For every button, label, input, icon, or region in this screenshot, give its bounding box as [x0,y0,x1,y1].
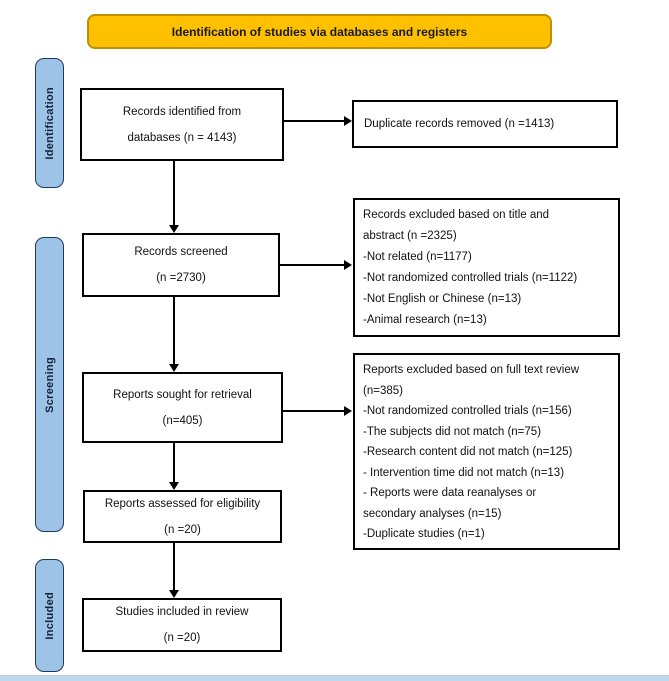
box-records-excluded-line: -Not English or Chinese (n=13) [363,293,522,305]
box-studies-included-line2: (n =20) [163,632,201,644]
box-reports-excluded-line: secondary analyses (n=15) [363,507,502,520]
stage-included: Included [35,559,64,672]
arrow-screened-to-sought-head [169,364,179,372]
box-records-excluded-line: -Not randomized controlled trials (n=112… [363,272,578,284]
box-studies-included: Studies included in review (n =20) [82,598,282,652]
arrow-screened-to-excluded-line [280,264,344,266]
box-reports-sought: Reports sought for retrieval (n=405) [82,372,283,443]
box-reports-excluded: Reports excluded based on full text revi… [353,353,620,550]
arrow-assessed-to-included-line [173,543,175,590]
arrow-screened-to-sought-line [173,297,175,364]
box-reports-excluded-line: -Duplicate studies (n=1) [363,528,485,540]
stage-screening: Screening [35,237,64,532]
box-reports-sought-line2: (n=405) [162,414,203,427]
arrow-identified-to-screened-line [173,161,175,225]
stage-included-label: Included [43,591,56,640]
arrow-sought-to-excluded-line [283,410,344,412]
box-reports-assessed-line1: Reports assessed for eligibility [104,497,261,510]
title-banner-label: Identification of studies via databases … [171,24,468,39]
footer-bar [0,675,669,681]
box-reports-assessed: Reports assessed for eligibility (n =20) [83,490,282,543]
arrow-identified-to-screened-head [169,225,179,233]
box-duplicates-removed-line1: Duplicate records removed (n =1413) [364,118,555,130]
box-records-screened: Records screened (n =2730) [82,233,280,297]
box-reports-excluded-line: -Not randomized controlled trials (n=156… [363,405,572,417]
arrow-identified-to-duplicates-head [344,116,352,126]
arrow-sought-to-assessed-head [169,482,179,490]
box-records-identified: Records identified from databases (n = 4… [80,88,284,161]
box-reports-excluded-line: - Intervention time did not match (n=13) [363,466,565,479]
box-reports-sought-line1: Reports sought for retrieval [113,388,252,401]
box-reports-excluded-line: (n=385) [363,384,403,397]
box-records-excluded-line: -Animal research (n=13) [363,314,487,326]
box-records-screened-line2: (n =2730) [156,272,206,284]
box-studies-included-line1: Studies included in review [115,606,249,618]
arrow-sought-to-excluded-head [344,406,352,416]
box-reports-excluded-line: -Research content did not match (n=125) [363,446,573,458]
box-reports-excluded-line: -The subjects did not match (n=75) [363,425,542,438]
box-records-excluded-line: -Not related (n=1177) [363,251,472,263]
box-records-excluded-line: Records excluded based on title and [363,209,550,221]
box-records-identified-line2: databases (n = 4143) [127,131,237,144]
arrow-assessed-to-included-head [169,590,179,598]
box-records-identified-line1: Records identified from [122,105,242,118]
stage-identification-label: Identification [43,86,56,160]
box-reports-assessed-line2: (n =20) [164,523,201,536]
box-reports-excluded-line: - Reports were data reanalyses or [363,487,537,499]
arrow-sought-to-assessed-line [173,443,175,482]
stage-identification: Identification [35,58,64,188]
box-records-excluded-line: abstract (n =2325) [363,230,457,242]
box-reports-excluded-line: Reports excluded based on full text revi… [363,364,580,376]
stage-screening-label: Screening [43,356,56,413]
box-duplicates-removed: Duplicate records removed (n =1413) [352,100,618,148]
arrow-identified-to-duplicates-line [284,120,344,122]
title-banner: Identification of studies via databases … [87,14,552,49]
box-records-excluded: Records excluded based on title and abst… [353,198,620,337]
arrow-screened-to-excluded-head [344,260,352,270]
box-records-screened-line1: Records screened [134,246,228,258]
